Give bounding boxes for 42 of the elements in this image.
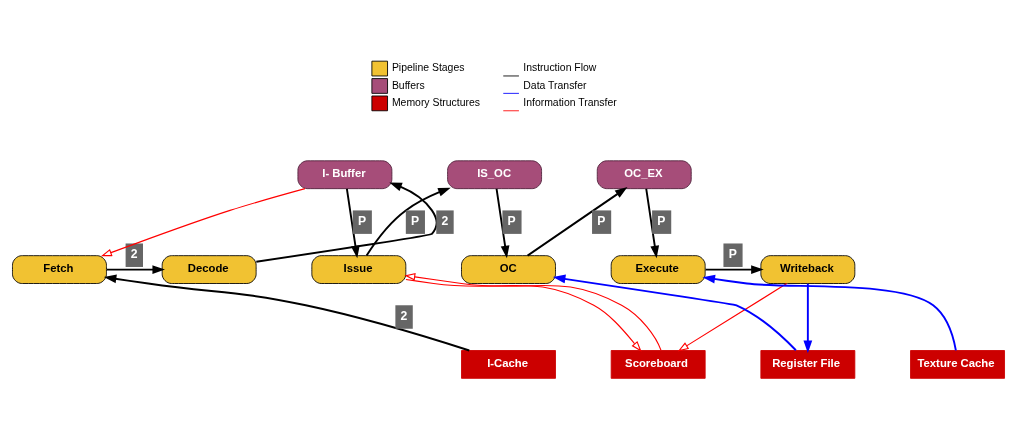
legend-label: Instruction Flow <box>522 62 596 74</box>
node-box: IS_OC <box>446 160 542 190</box>
edge-label: 2 <box>130 247 138 262</box>
node-box: Scoreboard <box>610 350 706 379</box>
edge-label: P <box>507 213 516 228</box>
node-box: Fetch <box>11 255 107 284</box>
node-box: Texture Cache <box>909 350 1005 379</box>
arrow <box>702 274 957 352</box>
arrow <box>802 282 812 354</box>
arrow <box>105 265 165 274</box>
arrow <box>254 182 438 263</box>
edge-label: P <box>596 213 605 228</box>
node-box: I- Buffer <box>296 160 392 190</box>
legend-label: Data Transfer <box>522 79 587 91</box>
edge-label: 2 <box>400 308 407 323</box>
node-box: Register File <box>759 350 855 379</box>
arrow <box>526 187 627 257</box>
arrow <box>704 265 764 274</box>
edge-label: P <box>728 247 737 262</box>
arrow <box>644 188 659 259</box>
node-box: OC_EX <box>596 160 692 190</box>
legend-label: Memory Structures <box>391 97 480 109</box>
legend-label: Buffers <box>391 79 425 91</box>
legend-label: Pipeline Stages <box>391 62 464 74</box>
arrow <box>495 188 509 259</box>
arrow <box>365 187 451 257</box>
edge-label: P <box>357 213 366 228</box>
node-box: Writeback <box>759 255 855 284</box>
node-box: Decode <box>161 255 257 284</box>
arrow <box>100 188 306 257</box>
arrow <box>103 274 470 352</box>
node-box: Issue <box>310 255 406 284</box>
edge-label: P <box>656 213 665 228</box>
node-box: Execute <box>610 255 706 284</box>
edge-label: P <box>410 213 419 228</box>
edge-label: 2 <box>440 213 448 228</box>
node-box: OC <box>460 255 556 284</box>
node-box: I-Cache <box>460 350 556 379</box>
arrow <box>552 274 797 352</box>
arrow <box>345 188 360 259</box>
arrow <box>677 283 787 352</box>
legend-label: Information Transfer <box>522 97 617 109</box>
